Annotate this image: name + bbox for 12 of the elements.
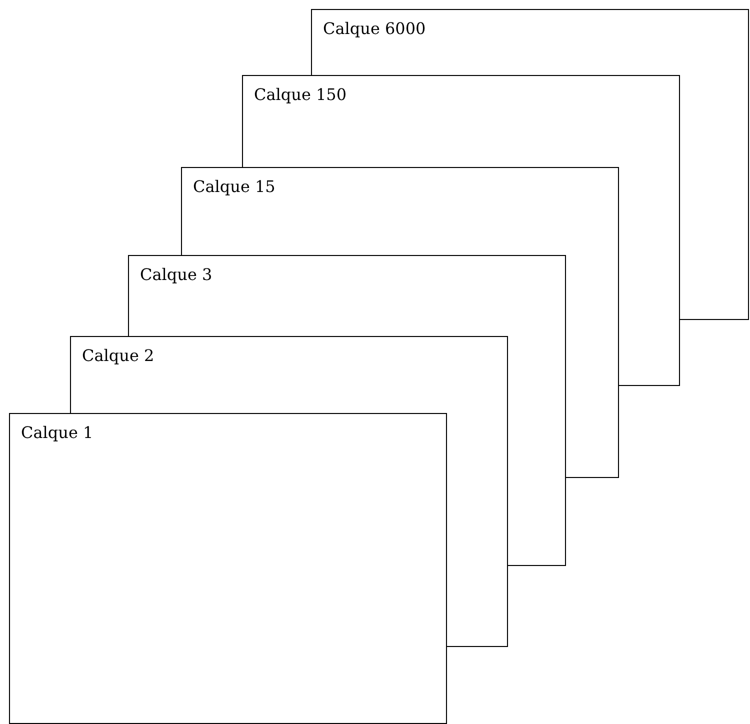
layer-label: Calque 2: [82, 346, 154, 365]
layer-label: Calque 15: [193, 177, 276, 196]
layer-box: [128, 255, 566, 336]
layer-box: [70, 336, 508, 413]
layer-label: Calque 1: [21, 423, 94, 442]
layer-label: Calque 3: [140, 265, 212, 284]
layer-box: [311, 9, 749, 75]
layer-label: Calque 6000: [323, 19, 426, 38]
layer-box: [242, 75, 680, 167]
layer-box: [181, 167, 619, 255]
layer-label: Calque 150: [254, 85, 347, 104]
layer-box: [9, 413, 447, 724]
